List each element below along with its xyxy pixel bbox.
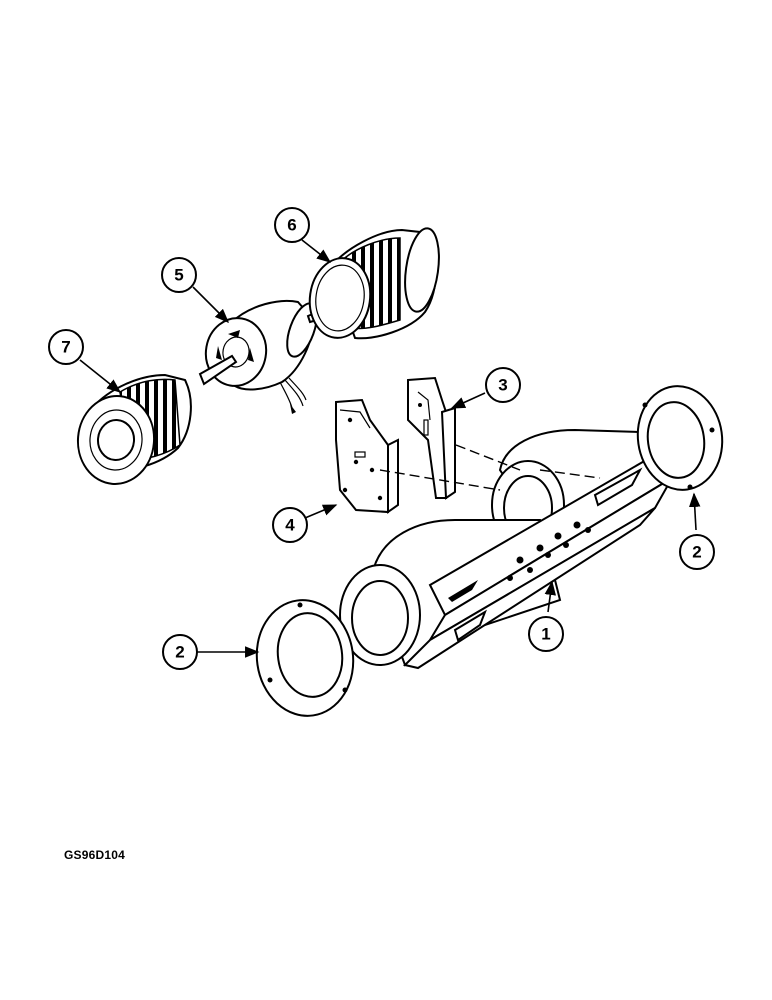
callout-4: 4 — [272, 504, 338, 543]
callout-2-left: 2 — [162, 634, 260, 670]
assembly-dashed-lines — [379, 444, 601, 491]
flange-ring-left-part — [255, 599, 355, 717]
callout-3: 3 — [450, 367, 521, 409]
callout-7-label: 7 — [61, 338, 70, 357]
motor-bracket-right-part — [407, 376, 456, 500]
blower-wheel-upper-part — [308, 227, 440, 340]
callout-7: 7 — [48, 329, 122, 393]
flange-ring-right-part — [636, 385, 724, 491]
callout-1: 1 — [528, 580, 564, 652]
callout-1-label: 1 — [541, 625, 550, 644]
motor-bracket-left-part — [335, 398, 399, 514]
callout-6-label: 6 — [287, 216, 296, 235]
callout-5: 5 — [161, 257, 230, 324]
callout-4-label: 4 — [285, 516, 295, 535]
blower-wheel-lower-part — [76, 373, 192, 485]
figure-code: GS96D104 — [64, 848, 125, 862]
blower-motor-part — [198, 299, 326, 414]
callout-6: 6 — [274, 207, 332, 263]
callout-2-left-label: 2 — [175, 643, 184, 662]
callout-3-label: 3 — [498, 376, 507, 395]
callout-2-right: 2 — [679, 492, 715, 570]
callout-2-right-label: 2 — [692, 543, 701, 562]
callout-5-label: 5 — [174, 266, 183, 285]
blower-housing-part — [339, 428, 675, 670]
